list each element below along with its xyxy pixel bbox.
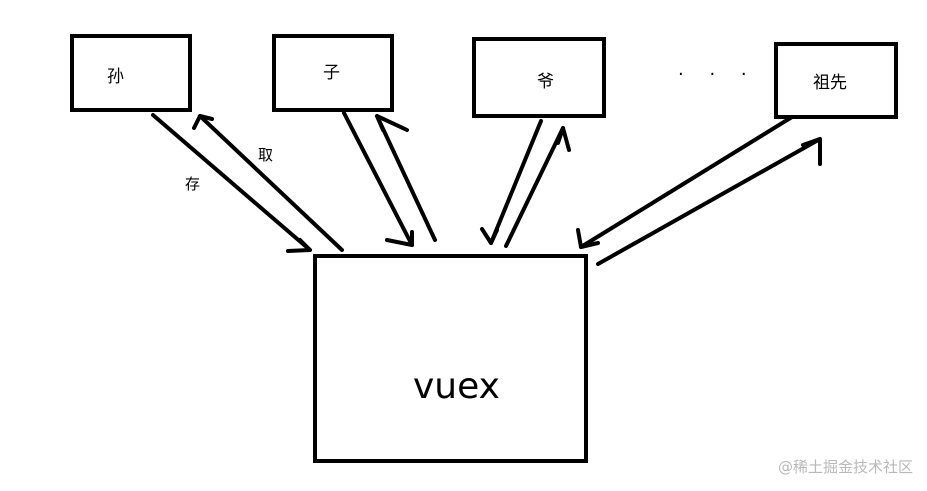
edge-label-fetch: 取 xyxy=(258,146,273,164)
node-label-sun: 孙 xyxy=(107,67,124,87)
node-label-zuxian: 祖先 xyxy=(813,73,847,93)
node-label-zi: 子 xyxy=(323,63,340,83)
node-box-sun xyxy=(70,34,192,112)
arrow-vuex-to-zi xyxy=(375,114,437,242)
arrow-sun-to-vuex xyxy=(151,113,312,253)
arrow-ye-to-vuex xyxy=(480,119,543,245)
node-label-vuex: vuex xyxy=(413,366,500,407)
ellipsis-label: · · · xyxy=(678,64,757,85)
arrow-zuxian-to-vuex xyxy=(576,115,794,249)
node-box-zi xyxy=(272,34,394,112)
edge-label-store: 存 xyxy=(185,175,200,193)
arrow-vuex-to-zuxian xyxy=(596,137,822,266)
node-box-zuxian xyxy=(774,42,898,119)
arrow-zi-to-vuex xyxy=(342,111,414,247)
watermark: @稀土掘金技术社区 xyxy=(777,458,913,476)
node-label-ye: 爷 xyxy=(537,72,554,92)
arrow-vuex-to-sun xyxy=(192,114,344,252)
node-box-ye xyxy=(472,37,606,118)
node-box-vuex xyxy=(313,254,588,463)
arrow-vuex-to-ye xyxy=(504,126,571,248)
